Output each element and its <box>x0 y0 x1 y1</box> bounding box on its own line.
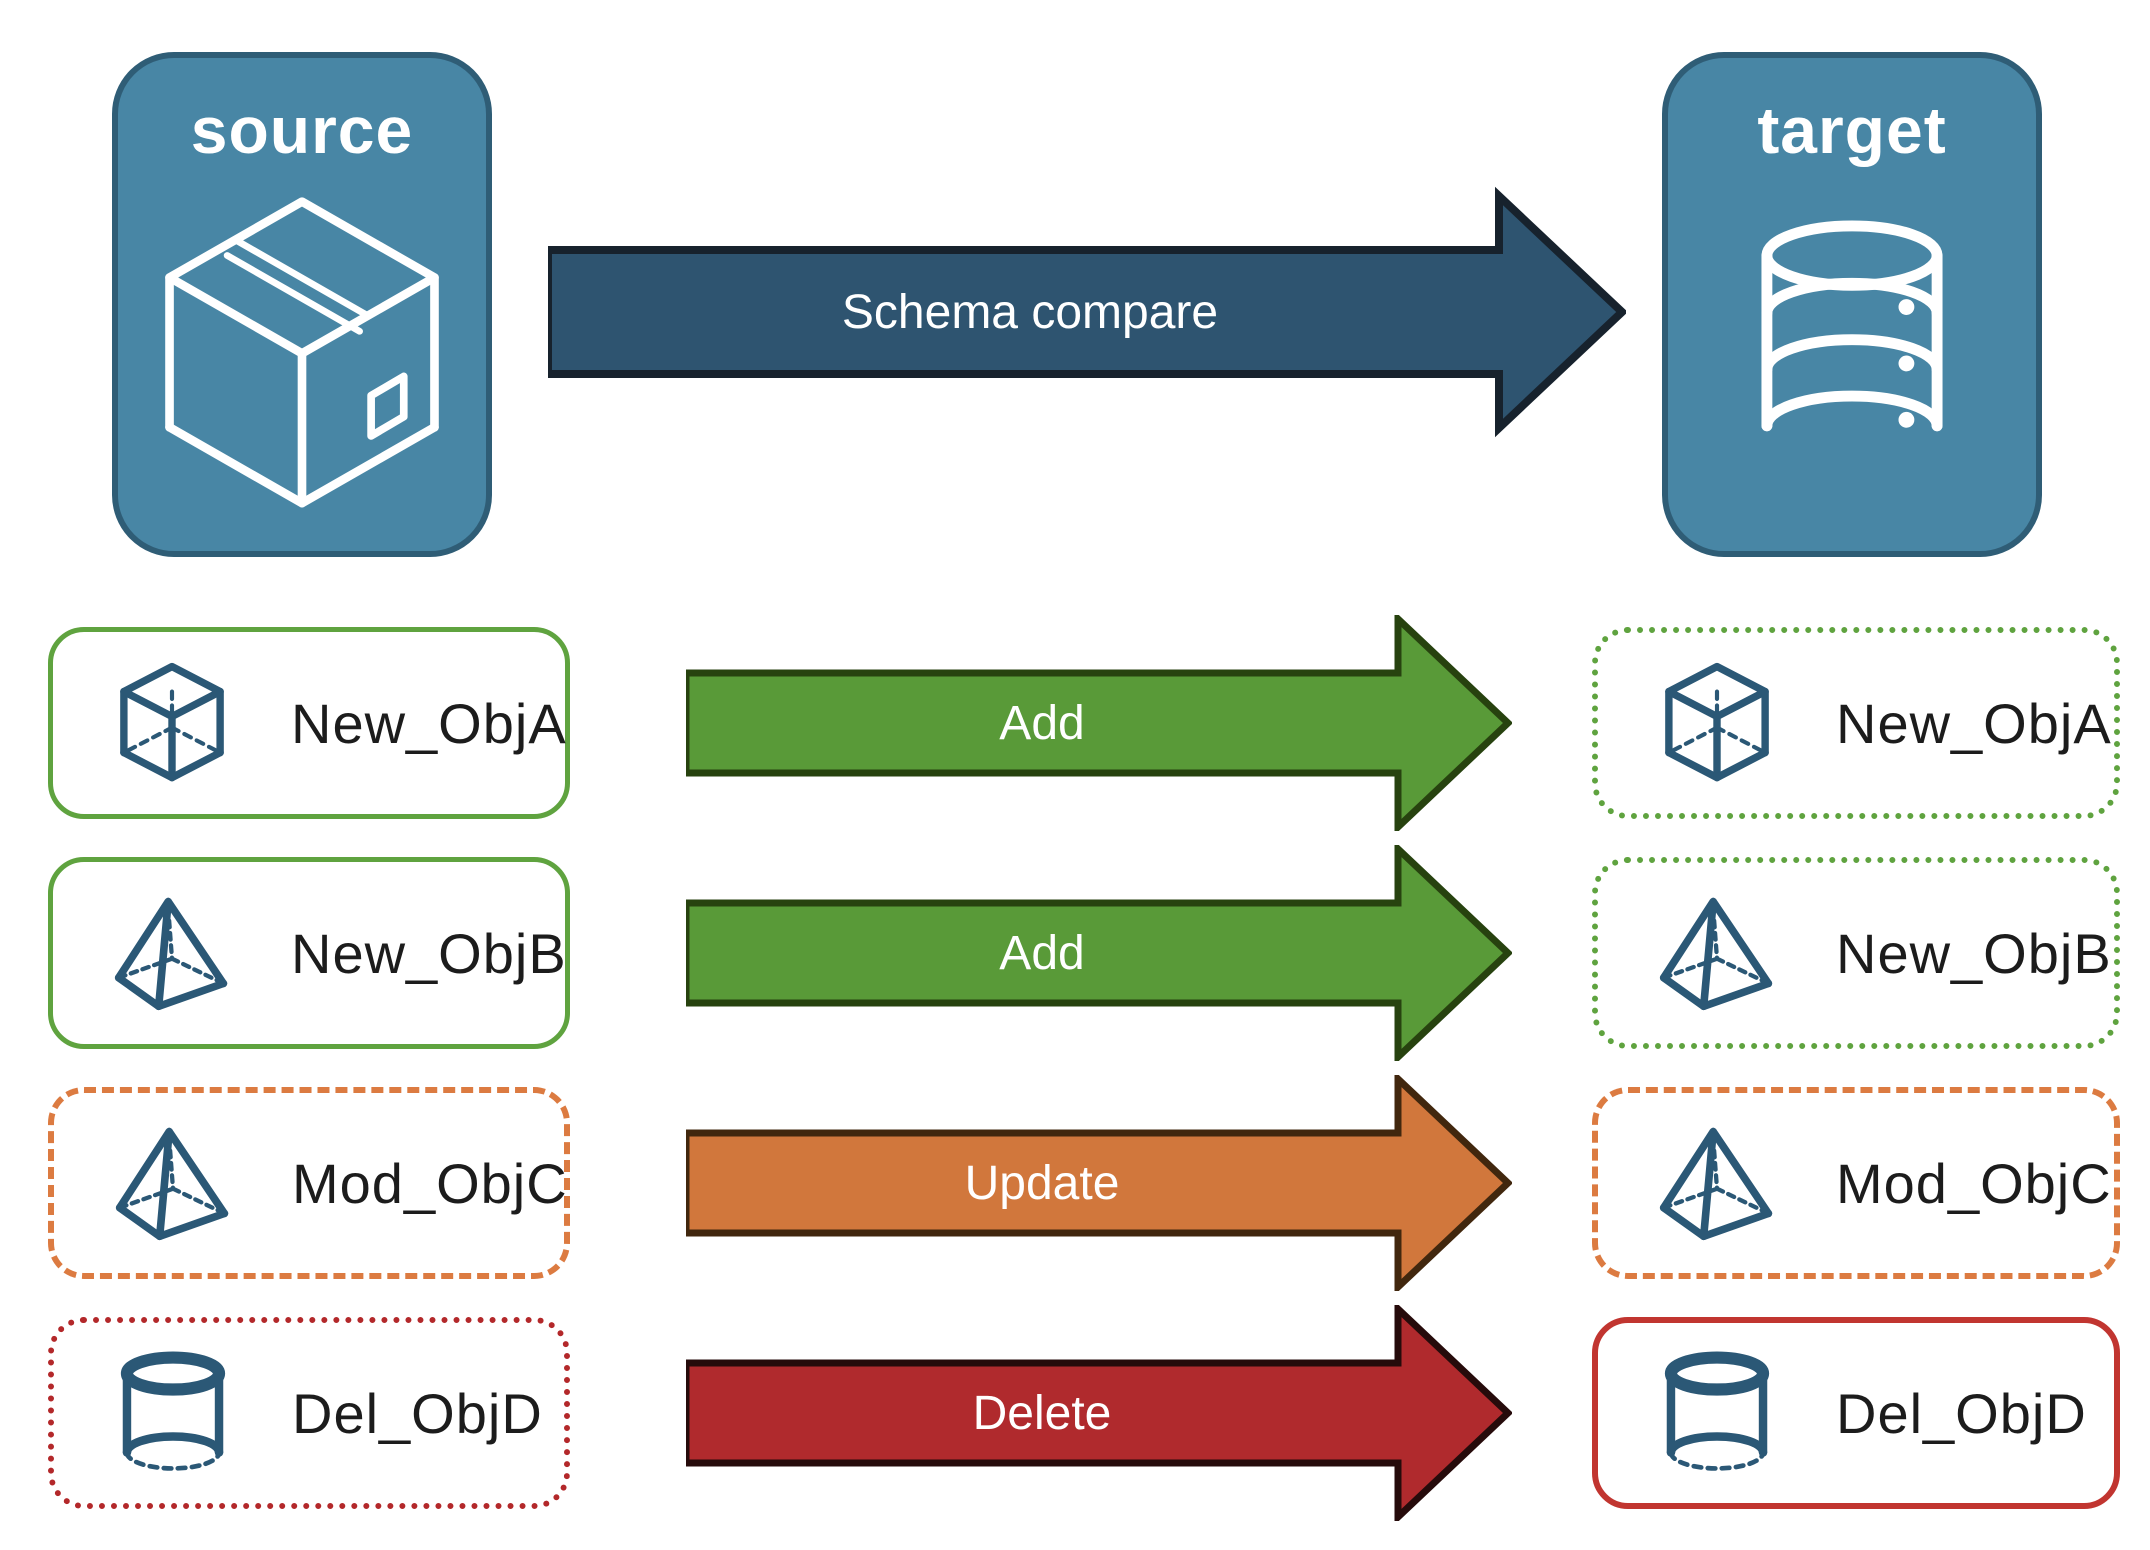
database-icon <box>1758 216 1946 465</box>
object-card-source-del-objd: Del_ObjD <box>48 1317 570 1509</box>
cube-icon <box>113 661 231 785</box>
object-card-source-mod-objc: Mod_ObjC <box>48 1087 570 1279</box>
object-card-source-new-objb: New_ObjB <box>48 857 570 1049</box>
pyramid-icon <box>1658 1121 1776 1245</box>
object-label: New_ObjA <box>291 691 567 755</box>
schema-compare-arrow-label: Schema compare <box>841 285 1219 339</box>
pyramid-icon <box>113 891 231 1015</box>
add-arrow-2-label: Add <box>999 926 1085 980</box>
target-node-label: target <box>1757 93 1947 167</box>
delete-arrow <box>686 1305 1512 1521</box>
source-node-label: source <box>190 93 414 167</box>
add-arrow-2 <box>686 845 1512 1061</box>
schema-compare-arrow <box>548 186 1626 438</box>
package-icon <box>158 194 446 511</box>
object-card-target-del-objd: Del_ObjD <box>1592 1317 2120 1509</box>
target-node: target <box>1662 52 2042 557</box>
delete-arrow-label: Delete <box>972 1386 1112 1440</box>
object-card-target-mod-objc: Mod_ObjC <box>1592 1087 2120 1279</box>
pyramid-icon <box>1658 891 1776 1015</box>
add-arrow <box>686 615 1512 831</box>
source-node: source <box>112 52 492 557</box>
object-label: Del_ObjD <box>1836 1381 2087 1445</box>
object-label: New_ObjA <box>1836 691 2112 755</box>
add-arrow-label: Add <box>999 696 1085 750</box>
object-card-source-new-obja: New_ObjA <box>48 627 570 819</box>
object-label: Mod_ObjC <box>1836 1151 2112 1215</box>
object-label: New_ObjB <box>1836 921 2112 985</box>
update-arrow-label: Update <box>964 1156 1120 1210</box>
object-label: Del_ObjD <box>292 1381 543 1445</box>
object-card-target-new-objb: New_ObjB <box>1592 857 2120 1049</box>
cube-icon <box>1658 661 1776 785</box>
object-label: Mod_ObjC <box>292 1151 568 1215</box>
cylinder-icon <box>114 1351 232 1475</box>
pyramid-icon <box>114 1121 232 1245</box>
update-arrow <box>686 1075 1512 1291</box>
cylinder-icon <box>1658 1351 1776 1475</box>
object-label: New_ObjB <box>291 921 567 985</box>
object-card-target-new-obja: New_ObjA <box>1592 627 2120 819</box>
